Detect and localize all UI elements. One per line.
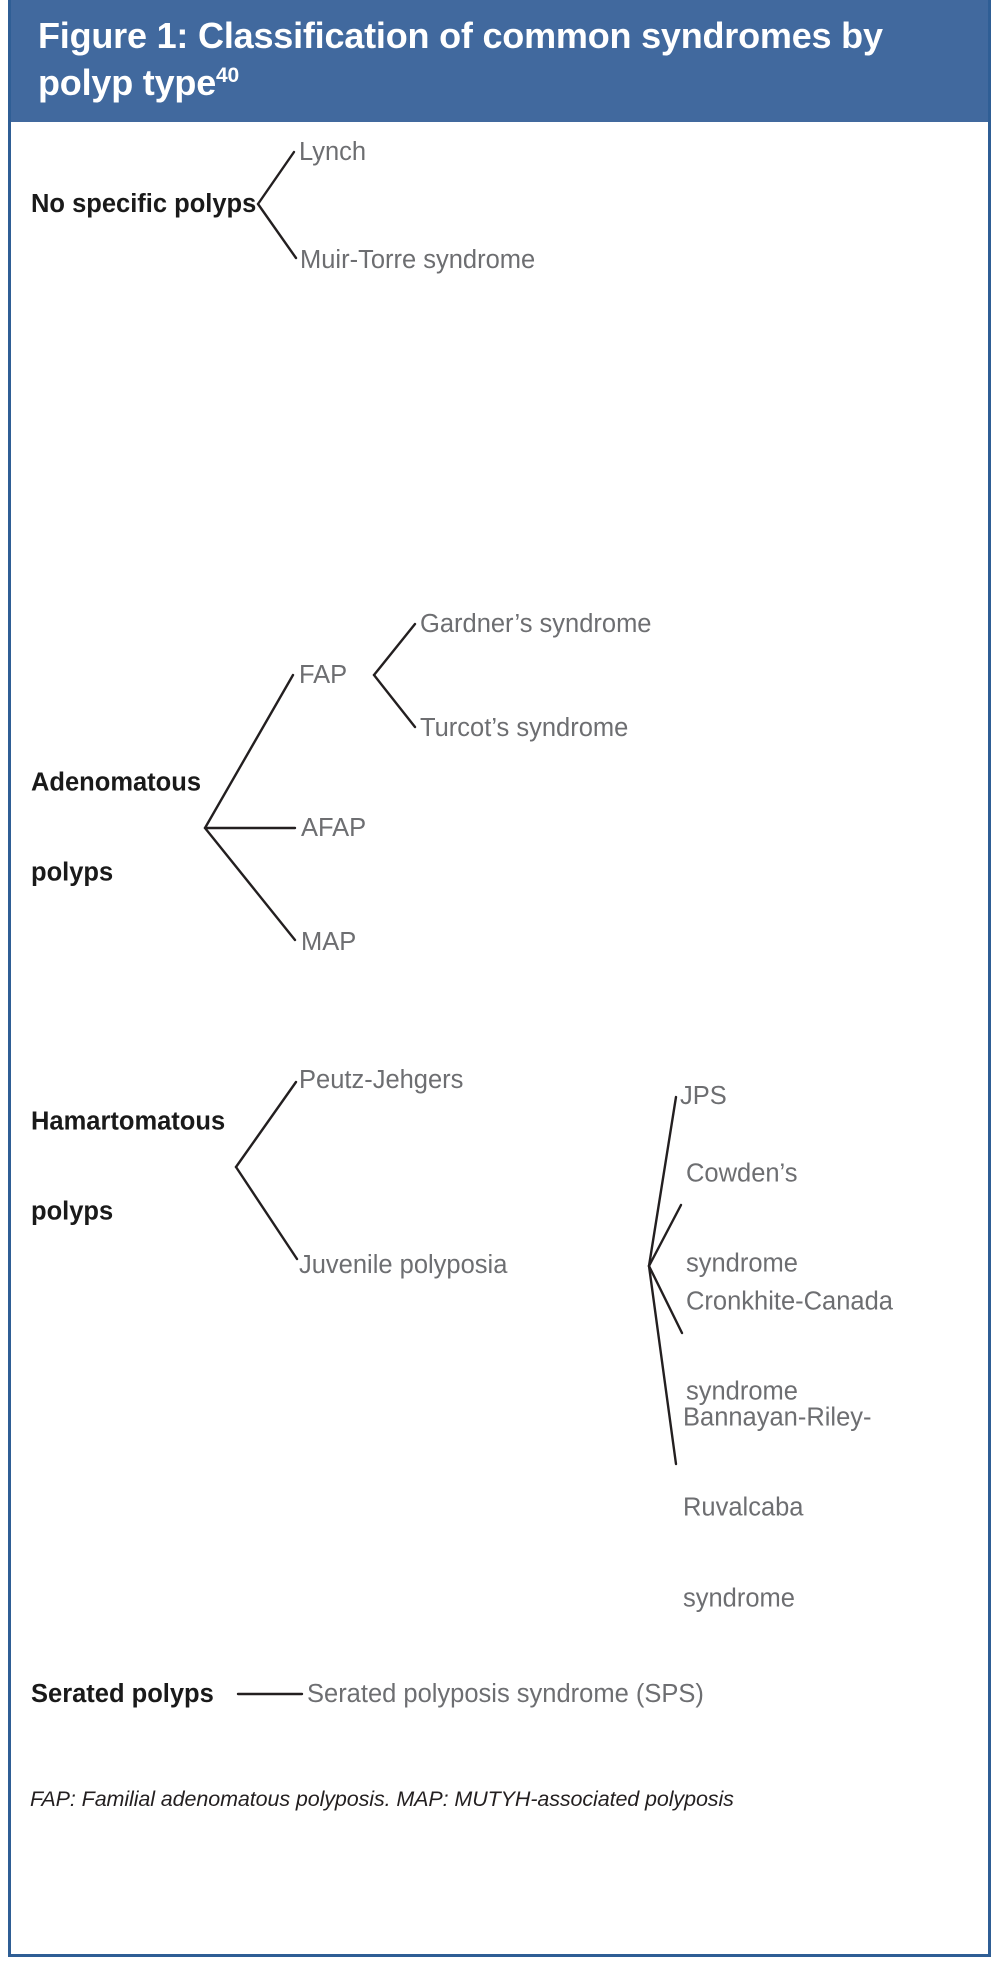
figure-title-text: Figure 1: Classification of common syndr… (38, 15, 883, 103)
connector-juvenile-cronkhite (647, 1264, 684, 1335)
figure-title: Figure 1: Classification of common syndr… (38, 13, 908, 107)
connector-nospecific-lynch (256, 150, 296, 206)
node-cowdens-syndrome-line1: Cowden’s (686, 1159, 798, 1188)
connector-juvenile-cowdens (647, 1203, 683, 1268)
node-adenomatous-polyps-line2: polyps (31, 859, 114, 888)
node-jps: JPS (680, 1081, 727, 1110)
node-gardners-syndrome: Gardner’s syndrome (420, 609, 652, 638)
node-cowdens-syndrome-line2: syndrome (686, 1250, 798, 1279)
node-bannayan-riley-ruvalcaba-syndrome-line3: syndrome (683, 1584, 795, 1613)
node-adenomatous-polyps-line1: Adenomatous (31, 768, 202, 797)
node-afap: AFAP (301, 813, 367, 842)
node-serated-polyps: Serated polyps (31, 1679, 214, 1708)
connector-fap-gardners (372, 622, 417, 677)
diagram-canvas: No specific polyps Lynch Muir-Torre synd… (11, 122, 988, 1954)
figure-title-reference-superscript: 40 (216, 63, 239, 87)
connector-hamartomatous-peutz (234, 1080, 298, 1169)
node-hamartomatous-polyps-line1: Hamartomatous (31, 1107, 226, 1136)
node-lynch: Lynch (299, 137, 367, 166)
node-juvenile-polyposia: Juvenile polyposia (299, 1250, 508, 1279)
figure-footnote: FAP: Familial adenomatous polyposis. MAP… (30, 1787, 734, 1811)
node-adenomatous-polyps: Adenomatous polyps (31, 708, 201, 949)
node-hamartomatous-polyps-line2: polyps (31, 1198, 114, 1227)
node-peutz-jehgers: Peutz-Jehgers (299, 1065, 464, 1094)
node-cronkhite-canada-syndrome-line2: syndrome (686, 1378, 798, 1407)
connector-adenomatous-fap (203, 673, 295, 830)
node-bannayan-riley-ruvalcaba-syndrome-line1: Bannayan-Riley- (683, 1403, 872, 1432)
connector-fap-turcots (372, 673, 417, 729)
node-bannayan-riley-ruvalcaba-syndrome: Bannayan-Riley- Ruvalcaba syndrome (683, 1343, 872, 1674)
node-fap: FAP (299, 660, 348, 689)
node-no-specific-polyps: No specific polyps (31, 189, 257, 218)
node-cronkhite-canada-syndrome: Cronkhite-Canada syndrome (686, 1227, 893, 1468)
connector-hamartomatous-juvenile (234, 1165, 299, 1261)
node-serated-polyposis-syndrome: Serated polyposis syndrome (SPS) (307, 1679, 704, 1708)
node-cronkhite-canada-syndrome-line1: Cronkhite-Canada (686, 1287, 893, 1316)
figure-header-band: Figure 1: Classification of common syndr… (8, 0, 991, 122)
connector-adenomatous-map (203, 826, 297, 942)
node-hamartomatous-polyps: Hamartomatous polyps (31, 1047, 225, 1288)
connector-juvenile-jps (647, 1095, 678, 1268)
connector-nospecific-muirtorre (256, 202, 298, 260)
node-muir-torre-syndrome: Muir-Torre syndrome (300, 245, 536, 274)
connector-juvenile-bannayan (647, 1264, 678, 1466)
node-bannayan-riley-ruvalcaba-syndrome-line2: Ruvalcaba (683, 1493, 804, 1522)
node-cowdens-syndrome: Cowden’s syndrome (686, 1099, 798, 1340)
node-map: MAP (301, 927, 357, 956)
connector-lines (203, 150, 684, 1696)
node-turcots-syndrome: Turcot’s syndrome (420, 713, 629, 742)
